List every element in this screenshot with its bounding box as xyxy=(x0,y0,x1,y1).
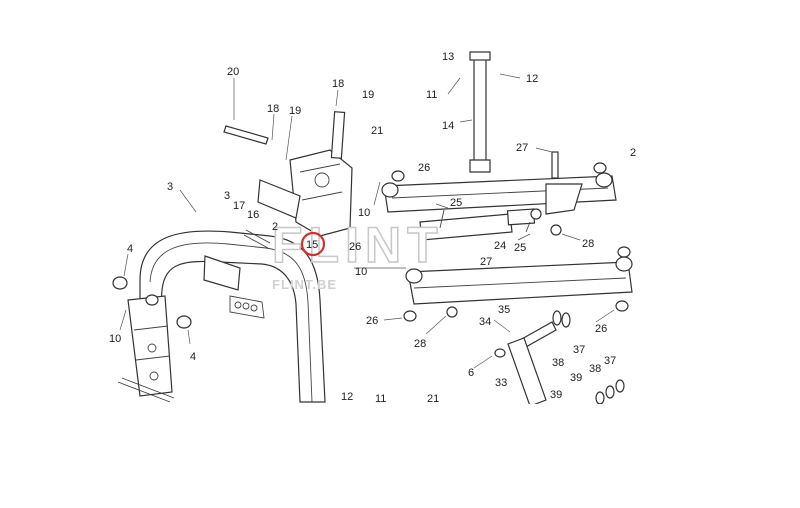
callout-26[interactable]: 26 xyxy=(595,323,607,335)
callout-12[interactable]: 12 xyxy=(526,73,538,85)
callout-14[interactable]: 14 xyxy=(442,120,454,132)
callout-11[interactable]: 11 xyxy=(375,393,386,405)
callout-37[interactable]: 37 xyxy=(573,344,585,356)
callout-17[interactable]: 17 xyxy=(233,200,245,212)
post-14 xyxy=(469,51,491,173)
callout-10[interactable]: 10 xyxy=(355,266,367,278)
callout-10[interactable]: 10 xyxy=(358,207,370,219)
callout-35[interactable]: 35 xyxy=(498,304,510,316)
watermark-logo: FLINT xyxy=(272,217,444,273)
callout-38[interactable]: 38 xyxy=(589,363,601,375)
callout-26[interactable]: 26 xyxy=(366,315,378,327)
callout-25[interactable]: 25 xyxy=(514,242,526,254)
callout-18[interactable]: 18 xyxy=(332,78,344,90)
callout-11[interactable]: 11 xyxy=(426,89,437,101)
callout-6[interactable]: 6 xyxy=(468,367,474,379)
lower-arm xyxy=(405,256,633,305)
callout-3[interactable]: 3 xyxy=(167,181,173,193)
callout-37[interactable]: 37 xyxy=(604,355,616,367)
callout-39[interactable]: 39 xyxy=(550,389,562,401)
watermark-url: FLINT.BE xyxy=(272,277,337,292)
callout-34[interactable]: 34 xyxy=(479,316,491,328)
upper-arm xyxy=(381,172,617,215)
leader-lines xyxy=(119,73,615,369)
callout-10[interactable]: 10 xyxy=(109,333,121,345)
callout-3[interactable]: 3 xyxy=(224,190,230,202)
callout-21[interactable]: 21 xyxy=(427,393,439,405)
callout-2[interactable]: 2 xyxy=(630,147,636,159)
flint-watermark: FLINT FLINT.BE xyxy=(271,216,444,292)
callout-25[interactable]: 25 xyxy=(450,197,462,209)
callout-19[interactable]: 19 xyxy=(289,105,301,117)
callout-38[interactable]: 38 xyxy=(552,357,564,369)
bottom-whitespace xyxy=(0,404,800,508)
main-frame xyxy=(112,230,326,403)
callout-18[interactable]: 18 xyxy=(267,103,279,115)
callout-28[interactable]: 28 xyxy=(582,238,594,250)
callout-27[interactable]: 27 xyxy=(516,142,528,154)
callout-2[interactable]: 2 xyxy=(272,221,278,233)
callout-19[interactable]: 19 xyxy=(362,89,374,101)
callout-39[interactable]: 39 xyxy=(570,372,582,384)
small-parts xyxy=(391,151,631,407)
top-bracket xyxy=(223,111,353,249)
callout-16[interactable]: 16 xyxy=(247,209,259,221)
callout-26[interactable]: 26 xyxy=(418,162,430,174)
callout-labels: 20 18 19 18 19 21 13 12 11 14 27 2 26 3 … xyxy=(109,51,636,405)
callout-21[interactable]: 21 xyxy=(371,125,383,137)
callout-20[interactable]: 20 xyxy=(227,66,239,78)
callout-12[interactable]: 12 xyxy=(341,391,353,403)
callout-26[interactable]: 26 xyxy=(349,241,361,253)
callout-4[interactable]: 4 xyxy=(127,243,133,255)
highlight-circle xyxy=(300,231,326,257)
cylinder-24 xyxy=(419,208,542,241)
callout-15[interactable]: 15 xyxy=(306,239,318,251)
callout-28[interactable]: 28 xyxy=(414,338,426,350)
callout-24[interactable]: 24 xyxy=(494,240,506,252)
callout-27[interactable]: 27 xyxy=(480,256,492,268)
callout-33[interactable]: 33 xyxy=(495,377,507,389)
callout-13[interactable]: 13 xyxy=(442,51,454,63)
callout-4[interactable]: 4 xyxy=(190,351,196,363)
